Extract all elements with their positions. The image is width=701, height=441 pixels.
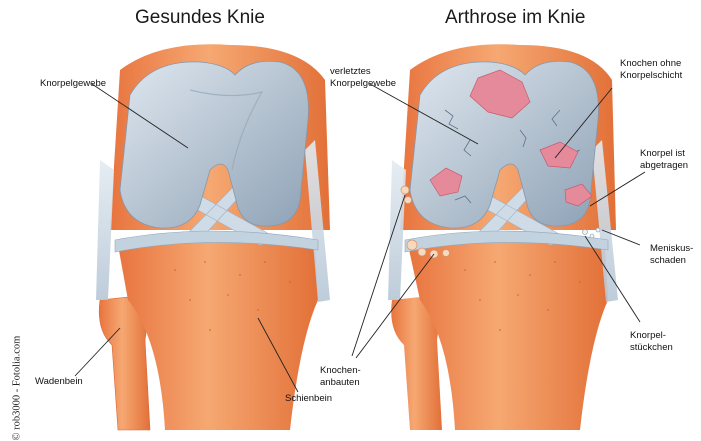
arthrosis-knee	[388, 44, 618, 430]
title-arthrosis-knee: Arthrose im Knie	[445, 7, 585, 29]
label-knochenanbauten: Knochen- anbauten	[320, 365, 361, 389]
label-verletztes-knorpelgewebe: verletztes Knorpelgewebe	[330, 66, 396, 90]
label-wadenbein: Wadenbein	[35, 376, 83, 388]
healthy-knee	[96, 44, 330, 430]
label-meniskusschaden: Meniskus- schaden	[650, 243, 693, 267]
title-healthy-knee: Gesundes Knie	[135, 7, 265, 29]
label-knochen-ohne-knorpelschicht: Knochen ohne Knorpelschicht	[620, 58, 682, 82]
image-credit: © rob3000 - Fotolia.com	[12, 291, 23, 441]
label-knorpelstueckchen: Knorpel- stückchen	[630, 330, 673, 354]
label-knorpelgewebe: Knorpelgewebe	[40, 78, 106, 90]
label-knorpel-abgetragen: Knorpel ist abgetragen	[640, 148, 688, 172]
label-schienbein: Schienbein	[285, 393, 332, 405]
